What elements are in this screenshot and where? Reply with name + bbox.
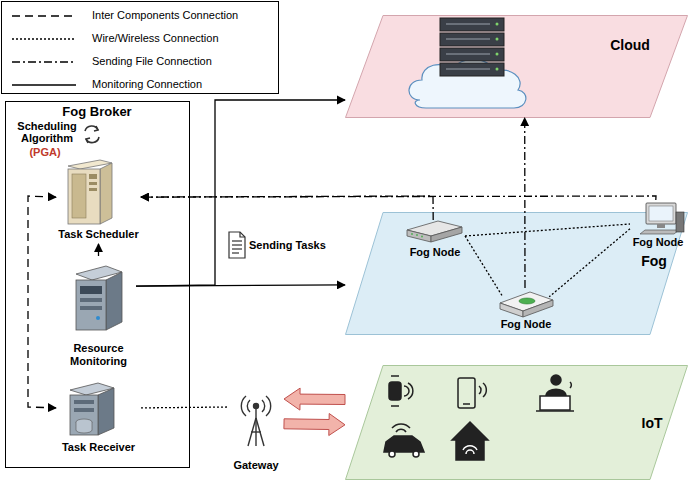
legend-label: Inter Components Connection	[92, 9, 238, 21]
text-slot: Gateway	[224, 459, 288, 471]
node-label: IoT	[635, 415, 669, 431]
text-slot: Sending Tasks	[249, 239, 326, 251]
node-label: Scheduling Algorithm	[11, 120, 83, 144]
annotation-label: Sending Tasks	[249, 239, 326, 251]
legend-label: Monitoring Connection	[92, 78, 202, 90]
node-label: Fog Node	[492, 318, 560, 330]
refresh-icon	[85, 126, 99, 143]
text-slot: Fog Node	[630, 236, 686, 248]
text-slot: Inter Components Connection	[92, 9, 238, 21]
plane-shape	[346, 366, 688, 480]
text-slot: Task Receiver	[51, 441, 146, 453]
text-slot: Monitoring Connection	[92, 78, 202, 90]
antenna-icon	[241, 396, 270, 446]
legend-line	[12, 15, 76, 16]
legend-sample	[10, 55, 80, 69]
text-slot: Fog Broker	[6, 104, 188, 119]
node-label: Gateway	[224, 459, 288, 471]
connector	[28, 196, 56, 408]
scheduler-server-icon	[68, 160, 112, 224]
text-slot: Cloud	[607, 37, 653, 53]
text-slot: Fog	[637, 253, 671, 269]
node-label: Fog Node	[630, 236, 686, 248]
legend-sample	[10, 32, 80, 46]
node-label: (PGA)	[25, 146, 65, 158]
text-slot: IoT	[635, 415, 669, 431]
layer-plane	[345, 212, 688, 335]
connector	[141, 406, 228, 408]
legend-line	[12, 38, 76, 39]
node-label: Fog Node	[400, 246, 470, 258]
text-slot: Scheduling Algorithm	[11, 120, 83, 144]
fog-layer: FogFog NodeFog NodeFog Node	[345, 212, 688, 335]
receiver-server-icon	[70, 383, 114, 435]
legend-label: Wire/Wireless Connection	[92, 32, 219, 44]
text-slot: Fog Node	[492, 318, 560, 330]
connector	[141, 196, 656, 200]
text-slot: Wire/Wireless Connection	[92, 32, 219, 44]
block-arrow	[284, 388, 345, 410]
legend-box: Inter Components ConnectionWire/Wireless…	[1, 1, 279, 94]
document-icon	[229, 232, 245, 258]
plane-shape	[346, 16, 688, 118]
node-label: Cloud	[607, 37, 653, 53]
legend-line	[12, 84, 76, 85]
node-label: Resource Monitoring	[51, 342, 146, 368]
block-arrow	[284, 414, 345, 436]
node-label: Fog Broker	[6, 104, 188, 119]
text-slot: Task Scheduler	[51, 228, 146, 240]
legend-label: Sending File Connection	[92, 55, 212, 67]
connector	[98, 244, 99, 256]
legend-sample	[10, 78, 80, 92]
legend-line	[12, 61, 76, 62]
legend-sample	[10, 9, 80, 23]
node-label: Task Receiver	[51, 441, 146, 453]
plane-shape	[346, 213, 688, 335]
text-slot: (PGA)	[25, 146, 65, 158]
node-label: Task Scheduler	[51, 228, 146, 240]
text-slot: Sending File Connection	[92, 55, 212, 67]
text-slot: Fog Node	[400, 246, 470, 258]
node-label: Fog	[637, 253, 671, 269]
text-slot: Resource Monitoring	[51, 342, 146, 368]
connector	[136, 285, 345, 286]
connector	[136, 100, 345, 286]
monitoring-server-icon	[76, 266, 122, 330]
